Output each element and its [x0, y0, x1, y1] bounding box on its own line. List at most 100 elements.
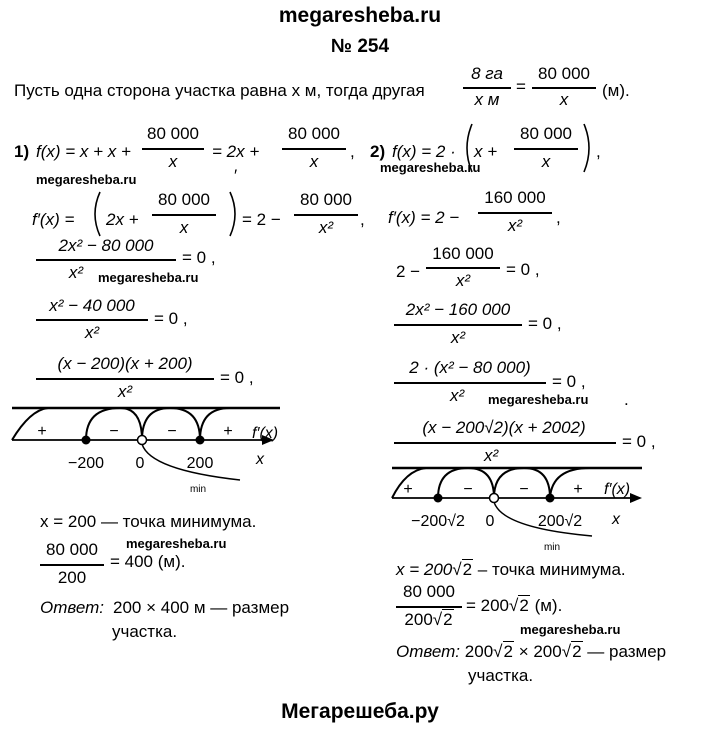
left-eq3-num: (x − 200)(x + 200): [57, 354, 193, 373]
intro-text: Пусть одна сторона участка равна x м, то…: [14, 81, 425, 100]
left-f-eq: = 2x +: [212, 142, 260, 161]
right-calc-den-a: 200: [404, 610, 433, 629]
left-calc-line: [40, 564, 104, 566]
right-answer-label: Ответ:: [396, 642, 461, 661]
left-eq1-den: x²: [68, 263, 84, 282]
left-deriv-inner-line: [152, 214, 216, 216]
right-deriv-num: 160 000: [484, 188, 546, 207]
right-calc-num: 80 000: [403, 582, 455, 601]
right-conclusion-lhs: x = 200: [396, 560, 453, 579]
right-eq4-num: (x − 200√2)(x + 2002): [422, 418, 586, 437]
right-calc-den: 200√2: [404, 609, 454, 629]
left-f-num1: 80 000: [147, 124, 199, 143]
left-conclusion: x = 200 — точка минимума.: [40, 512, 257, 531]
problem-number: № 254: [330, 36, 390, 57]
left-min-label: min: [190, 484, 206, 495]
right-eq3-rhs: = 0 ,: [552, 372, 586, 391]
left-f-line2: [282, 148, 346, 150]
right-f-def: f(x) = 2 ·: [392, 142, 456, 161]
left-calc-num: 80 000: [46, 540, 98, 559]
right-eq3-num: 2 · (x² − 80 000): [409, 358, 531, 377]
left-eq2-den: x²: [84, 323, 100, 342]
left-eq2-rhs: = 0 ,: [154, 309, 188, 328]
right-answer-text2: участка.: [468, 666, 534, 685]
watermark: megaresheba.ru: [488, 392, 589, 407]
right-point-1: −200√2: [411, 513, 465, 530]
left-eq1-line: [36, 259, 176, 261]
right-eq4-rhs: = 0 ,: [622, 432, 656, 451]
right-eq3-line: [394, 382, 546, 384]
left-func-label: f′(x): [252, 425, 278, 442]
right-answer: Ответ: 200√2 × 200√2 — размер: [396, 641, 667, 661]
left-f-end: ,: [350, 142, 355, 161]
right-sign-diagram: + − − + −200√2 0 200√2 min x f′(x): [391, 466, 642, 553]
left-f-num2: 80 000: [288, 124, 340, 143]
watermark: megaresheba.ru: [126, 536, 227, 551]
right-answer-a: 200: [464, 642, 494, 661]
left-sign-diagram: + − − + −200 0 200 min x f′(x): [11, 406, 280, 495]
right-answer-rad1: 2: [502, 641, 514, 661]
left-deriv-end: ,: [360, 210, 365, 229]
right-deriv-end: ,: [556, 208, 561, 227]
right-f-end: ,: [596, 142, 601, 161]
left-calc-rhs: = 400 (м).: [110, 552, 186, 571]
left-eq1-rhs: = 0 ,: [182, 248, 216, 267]
left-sign-2: −: [109, 423, 118, 440]
left-deriv-inner-num: 80 000: [158, 190, 210, 209]
intro-frac2-num: 80 000: [538, 64, 590, 83]
left-f-den1: x: [168, 152, 178, 171]
left-eq3-line: [36, 378, 214, 380]
left-sign-4: +: [223, 423, 232, 440]
right-conclusion-rhs: – точка минимума.: [477, 560, 626, 579]
left-axis-label: x: [255, 451, 265, 468]
left-sign-3: −: [167, 423, 176, 440]
right-f-parens: [466, 123, 590, 173]
right-deriv-den: x²: [507, 216, 523, 235]
intro-frac1-line: [463, 87, 511, 89]
left-point-3: 200: [187, 455, 214, 472]
right-eq4-line: [394, 442, 616, 444]
right-calc-line: [396, 606, 462, 608]
left-eq3-den: x²: [117, 382, 133, 401]
right-answer-rad2: 2: [571, 641, 583, 661]
watermark-header: megaresheba.ru: [278, 4, 442, 27]
left-f-line1: [142, 148, 204, 150]
right-eq4-den: x²: [484, 446, 499, 465]
watermark: megaresheba.ru: [36, 172, 137, 187]
left-eq2-line: [36, 319, 148, 321]
right-deriv-line: [478, 212, 552, 214]
left-deriv-brackets: [94, 191, 236, 237]
right-conclusion: x = 200√2 – точка минимума.: [396, 559, 626, 579]
right-sign-2: −: [463, 481, 472, 498]
right-func-label: f′(x): [604, 481, 630, 498]
left-deriv-line: [294, 214, 358, 216]
watermark: megaresheba.ru: [520, 622, 621, 637]
left-deriv-inner: 2x +: [106, 210, 139, 229]
left-answer-label: Ответ:: [40, 598, 105, 617]
right-f-inner-den: x: [541, 152, 551, 171]
left-sign-1: +: [37, 423, 46, 440]
left-deriv-prime: ′: [234, 166, 238, 185]
right-answer-times: × 200: [518, 642, 562, 661]
left-answer-text: 200 × 400 м — размер: [113, 598, 290, 617]
right-f-inner-line: [514, 148, 578, 150]
right-calc-rhs-a: = 200: [466, 596, 510, 615]
intro-frac2-line: [532, 87, 596, 89]
left-deriv-eq: = 2 −: [242, 210, 281, 229]
footer-brand: Мегарешеба.ру: [281, 700, 439, 723]
intro-frac1-den: x м: [474, 90, 500, 109]
intro-unit: (м).: [602, 81, 630, 100]
intro-frac1-num: 8 га: [471, 64, 503, 83]
left-answer-text2: участка.: [112, 622, 178, 641]
right-eq1-line: [426, 267, 500, 269]
right-f-inner: x +: [474, 142, 498, 161]
left-calc-den: 200: [57, 568, 87, 587]
left-point-1: −200: [68, 455, 104, 472]
left-f-den2: x: [309, 152, 319, 171]
right-sign-3: −: [519, 481, 528, 498]
intro-eq: =: [516, 77, 526, 96]
right-eq1-den: x²: [455, 271, 471, 290]
left-eq2-num: x² − 40 000: [49, 296, 135, 315]
right-deriv-lhs: f′(x) = 2 −: [388, 208, 460, 227]
right-eq3-dot: .: [624, 390, 629, 409]
